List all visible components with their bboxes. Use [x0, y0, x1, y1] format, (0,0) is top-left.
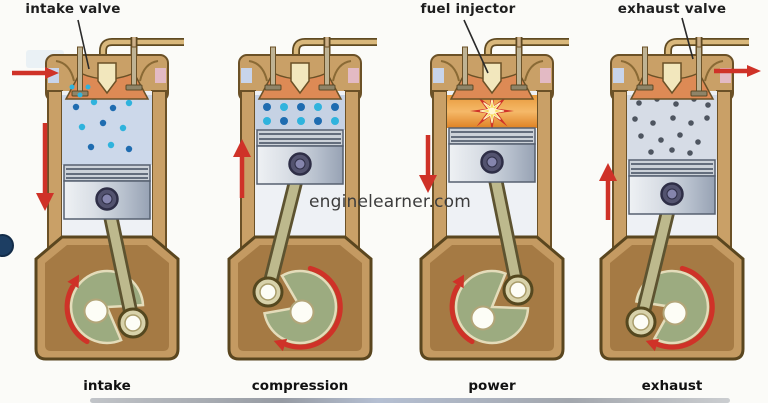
- combustion-explosion: [447, 89, 537, 133]
- exhaust-flow-arrow-icon: [714, 65, 761, 77]
- piston: [448, 127, 536, 183]
- compressed-mixture: [255, 95, 345, 130]
- piston-up-arrow-icon: [233, 139, 251, 198]
- stroke-label-intake: intake: [83, 378, 131, 394]
- cylinder-wall-right: [151, 90, 167, 250]
- watermark: enginelearner.com: [309, 192, 472, 212]
- exhaust-valve-closed: [318, 46, 336, 91]
- piston: [63, 164, 151, 220]
- callout-fuel-injector: fuel injector: [420, 1, 516, 17]
- injector: [290, 62, 310, 95]
- crank-rotation-arrow-icon: [273, 265, 343, 352]
- crank-rotation-arrow-icon: [645, 265, 715, 352]
- exhaust-valve-open: [690, 46, 708, 97]
- cylinder-wall-left: [47, 90, 63, 250]
- fuel-injector-pointer-line: [463, 19, 489, 74]
- piston: [256, 129, 344, 185]
- injector: [662, 62, 682, 95]
- intake-port: [48, 68, 59, 83]
- stroke-label-compression: compression: [251, 378, 349, 394]
- crank-rotation-arrow-icon: [64, 274, 90, 345]
- intake-valve-closed: [636, 46, 654, 91]
- injector: [97, 62, 117, 95]
- intake-valve-closed: [456, 46, 474, 91]
- piston-up-arrow-icon: [599, 163, 617, 220]
- piston-down-arrow-icon: [419, 135, 437, 193]
- air-fuel-mixture: [62, 95, 152, 165]
- intake-valve-closed: [264, 46, 282, 91]
- crank-rotation-arrow-icon: [449, 274, 475, 345]
- intake-valve-pointer-line: [77, 19, 90, 70]
- engine-compression-diagram: [227, 37, 377, 361]
- blue-edge-dot-artifact: [0, 234, 14, 257]
- engine-exhaust-diagram: [599, 37, 749, 361]
- piston-down-arrow-icon: [36, 123, 54, 211]
- exhaust-valve-closed: [510, 46, 528, 91]
- stroke-label-exhaust: exhaust: [641, 378, 703, 394]
- stroke-label-power: power: [468, 378, 516, 394]
- engine-intake-diagram: [34, 37, 184, 361]
- bottom-edge-artifact: [90, 398, 730, 403]
- exhaust-port: [155, 68, 166, 83]
- exhaust-gases: [627, 95, 717, 160]
- intake-flow-arrow-icon: [12, 67, 59, 79]
- callout-intake-valve: intake valve: [25, 1, 121, 17]
- exhaust-valve-pointer-line: [681, 17, 694, 60]
- exhaust-valve-closed: [125, 46, 143, 91]
- engine-power-diagram: [419, 37, 569, 361]
- piston: [628, 159, 716, 215]
- callout-exhaust-valve: exhaust valve: [617, 1, 727, 17]
